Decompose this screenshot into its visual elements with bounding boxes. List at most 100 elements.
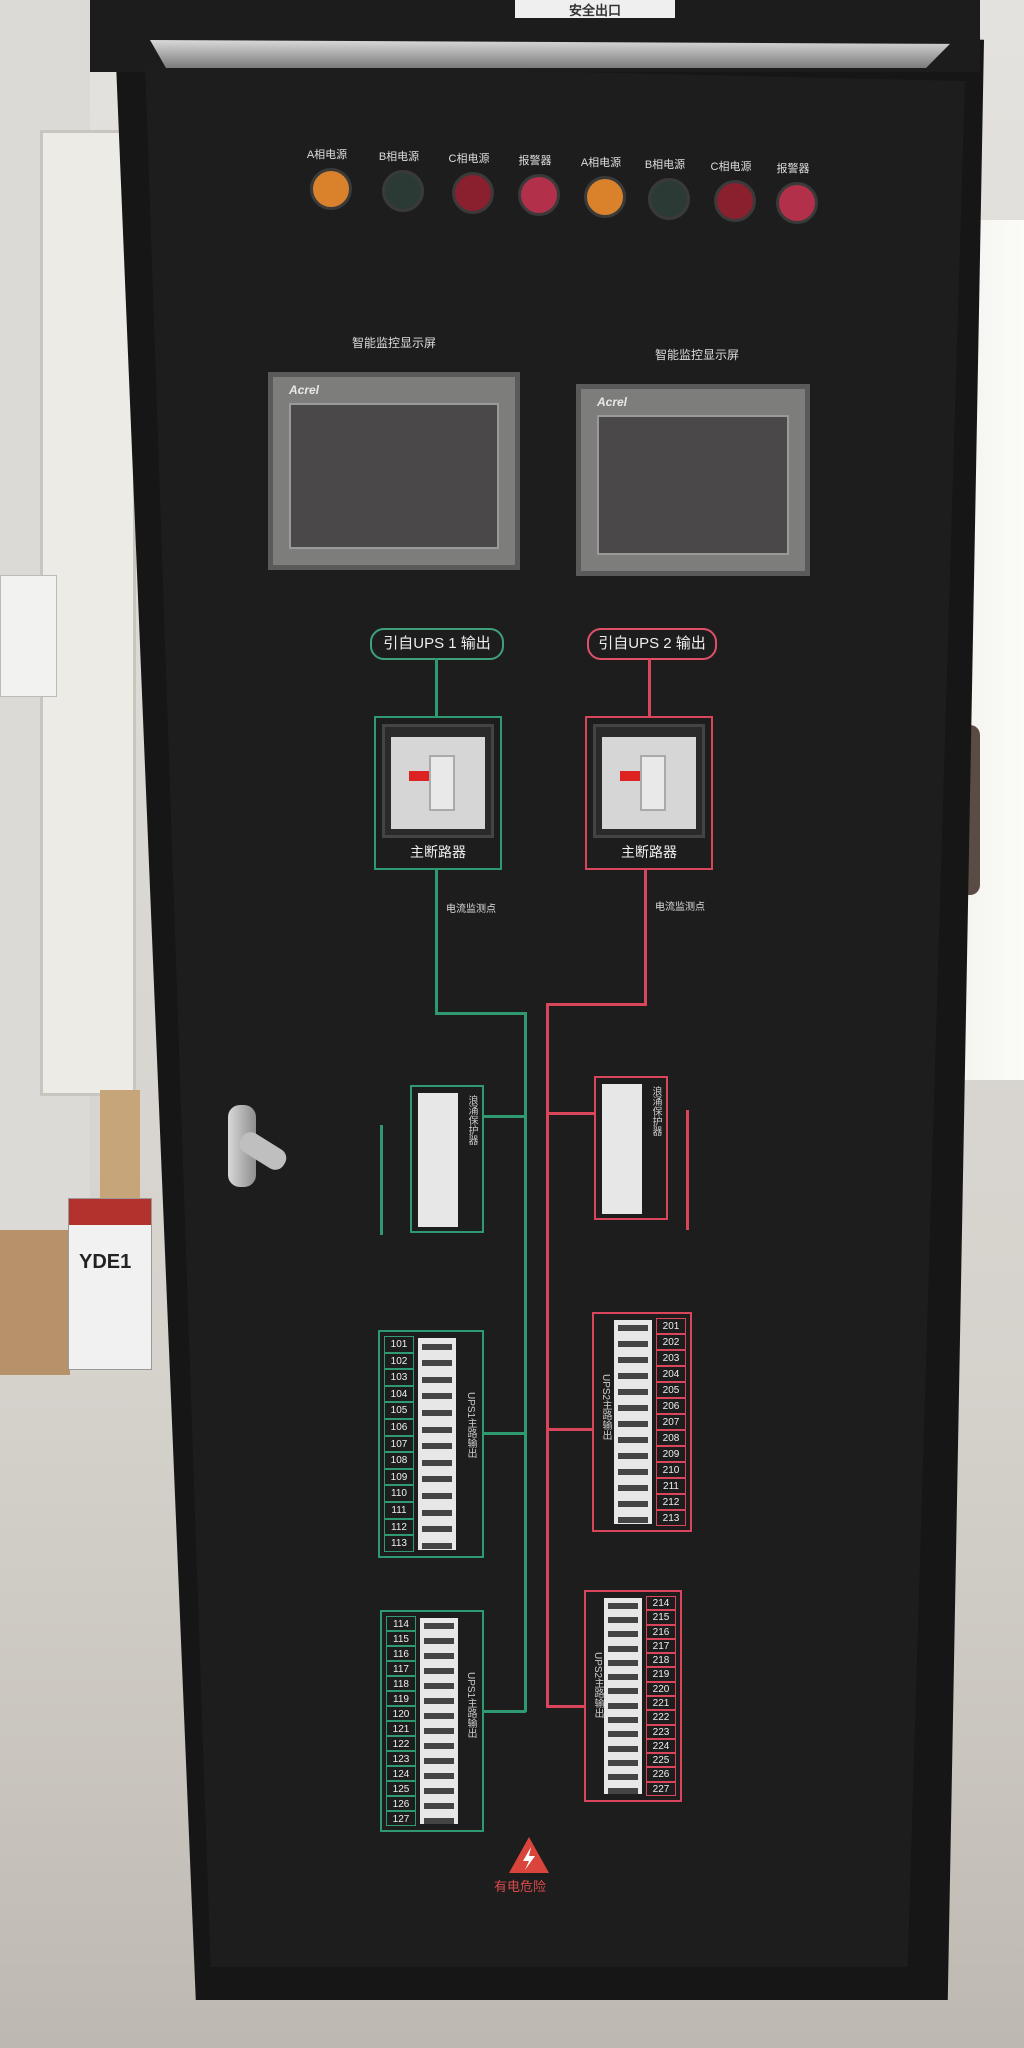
circuit-number: 118: [386, 1676, 416, 1691]
mcb-switch[interactable]: [424, 1653, 454, 1659]
mcb-switch[interactable]: [424, 1668, 454, 1674]
mcb-switch[interactable]: [618, 1421, 648, 1428]
lamp-label: A相电源: [306, 149, 348, 161]
ups1-line-horizontal: [435, 1012, 527, 1015]
indicator-lamp-icon: [518, 174, 560, 216]
surge-module: [418, 1093, 458, 1227]
mcb-switch[interactable]: [608, 1631, 638, 1638]
ups2-branch-a: [546, 1428, 594, 1431]
mcb-switch[interactable]: [424, 1698, 454, 1704]
mcb-switch[interactable]: [424, 1728, 454, 1734]
breaker-red-indicator: [620, 771, 644, 781]
breaker-face: [391, 737, 485, 829]
mcb-breaker-bank[interactable]: [614, 1320, 652, 1524]
breaker-switch-knob[interactable]: [639, 755, 666, 811]
mcb-switch[interactable]: [422, 1360, 452, 1367]
mcb-switch[interactable]: [424, 1743, 454, 1749]
circuit-number: 225: [646, 1753, 676, 1768]
mcb-switch[interactable]: [618, 1501, 648, 1508]
mcb-switch[interactable]: [618, 1485, 648, 1492]
mcb-switch[interactable]: [618, 1405, 648, 1412]
mcb-breaker-bank[interactable]: [604, 1598, 642, 1795]
circuit-number: 218: [646, 1653, 676, 1668]
mcb-switch[interactable]: [424, 1803, 454, 1809]
ups1-surge-label: 浪涌保护器: [466, 1095, 477, 1145]
lamp-label: 报警器: [776, 163, 810, 175]
ups2-surge-protector[interactable]: 浪涌保护器: [594, 1076, 668, 1220]
mcb-switch[interactable]: [618, 1437, 648, 1444]
circuit-number: 114: [386, 1616, 416, 1631]
led-light-strip: [150, 40, 950, 68]
mcb-switch[interactable]: [618, 1517, 648, 1524]
ups1-ground-line: [380, 1125, 383, 1235]
mcb-switch[interactable]: [422, 1542, 452, 1549]
circuit-number: 211: [656, 1478, 686, 1494]
ups2-main-breaker[interactable]: [593, 724, 705, 838]
circuit-number: 104: [384, 1385, 414, 1403]
mcb-switch[interactable]: [424, 1788, 454, 1794]
mcb-breaker-bank[interactable]: [420, 1618, 458, 1824]
screen-1-brand: Acrel: [289, 383, 320, 397]
mcb-switch[interactable]: [608, 1674, 638, 1681]
ups1-main-breaker[interactable]: [382, 724, 494, 838]
ups2-source-tag: 引自UPS 2 输出: [587, 628, 717, 660]
mcb-switch[interactable]: [422, 1376, 452, 1383]
mcb-switch[interactable]: [422, 1493, 452, 1500]
ups1-bus-line: [524, 1012, 527, 1712]
mcb-switch[interactable]: [424, 1773, 454, 1779]
circuit-number: 113: [384, 1535, 414, 1552]
mcb-switch[interactable]: [618, 1453, 648, 1460]
mcb-switch[interactable]: [424, 1683, 454, 1689]
indicator-lamp-icon: [648, 178, 690, 220]
top-sign: 安全出口: [515, 0, 675, 18]
mcb-switch[interactable]: [608, 1617, 638, 1624]
mcb-switch[interactable]: [608, 1731, 638, 1738]
mcb-switch[interactable]: [422, 1526, 452, 1533]
mcb-switch[interactable]: [424, 1638, 454, 1644]
mcb-switch[interactable]: [422, 1393, 452, 1400]
mcb-switch[interactable]: [608, 1759, 638, 1766]
circuit-number: 123: [386, 1751, 416, 1766]
screen-2-display: [597, 415, 789, 555]
monitor-screen-1[interactable]: Acrel: [268, 372, 520, 570]
mcb-breaker-bank[interactable]: [418, 1338, 456, 1550]
circuit-number: 227: [646, 1781, 676, 1796]
ups1-surge-protector[interactable]: 浪涌保护器: [410, 1085, 484, 1233]
mcb-switch[interactable]: [608, 1645, 638, 1652]
mcb-switch[interactable]: [422, 1459, 452, 1466]
circuit-number: 207: [656, 1414, 686, 1430]
mcb-switch[interactable]: [608, 1774, 638, 1781]
mcb-switch[interactable]: [424, 1818, 454, 1824]
circuit-number: 117: [386, 1661, 416, 1676]
mcb-switch[interactable]: [608, 1602, 638, 1609]
monitor-screen-2[interactable]: Acrel: [576, 384, 810, 576]
mcb-switch[interactable]: [424, 1623, 454, 1629]
mcb-switch[interactable]: [608, 1702, 638, 1709]
mcb-switch[interactable]: [618, 1469, 648, 1476]
mcb-switch[interactable]: [618, 1357, 648, 1364]
circuit-number: 125: [386, 1781, 416, 1796]
mcb-switch[interactable]: [422, 1476, 452, 1483]
mcb-switch[interactable]: [608, 1659, 638, 1666]
mcb-switch[interactable]: [618, 1373, 648, 1380]
mcb-switch[interactable]: [424, 1713, 454, 1719]
indicator-lamp-icon: [714, 180, 756, 222]
mcb-switch[interactable]: [424, 1758, 454, 1764]
mcb-switch[interactable]: [618, 1325, 648, 1332]
mcb-switch[interactable]: [422, 1410, 452, 1416]
mcb-switch[interactable]: [608, 1688, 638, 1695]
mcb-switch[interactable]: [618, 1341, 648, 1348]
mcb-switch[interactable]: [422, 1509, 452, 1516]
mcb-switch[interactable]: [422, 1426, 452, 1433]
box-label: YDE1: [79, 1251, 132, 1273]
breaker-switch-knob[interactable]: [428, 755, 455, 811]
mcb-switch[interactable]: [422, 1443, 452, 1450]
mcb-switch[interactable]: [608, 1788, 638, 1795]
mcb-switch[interactable]: [618, 1389, 648, 1396]
ups1-source-tag: 引自UPS 1 输出: [370, 628, 504, 660]
mcb-switch[interactable]: [608, 1745, 638, 1752]
mcb-switch[interactable]: [608, 1717, 638, 1724]
circuit-number: 222: [646, 1710, 676, 1725]
mcb-switch[interactable]: [422, 1343, 452, 1350]
